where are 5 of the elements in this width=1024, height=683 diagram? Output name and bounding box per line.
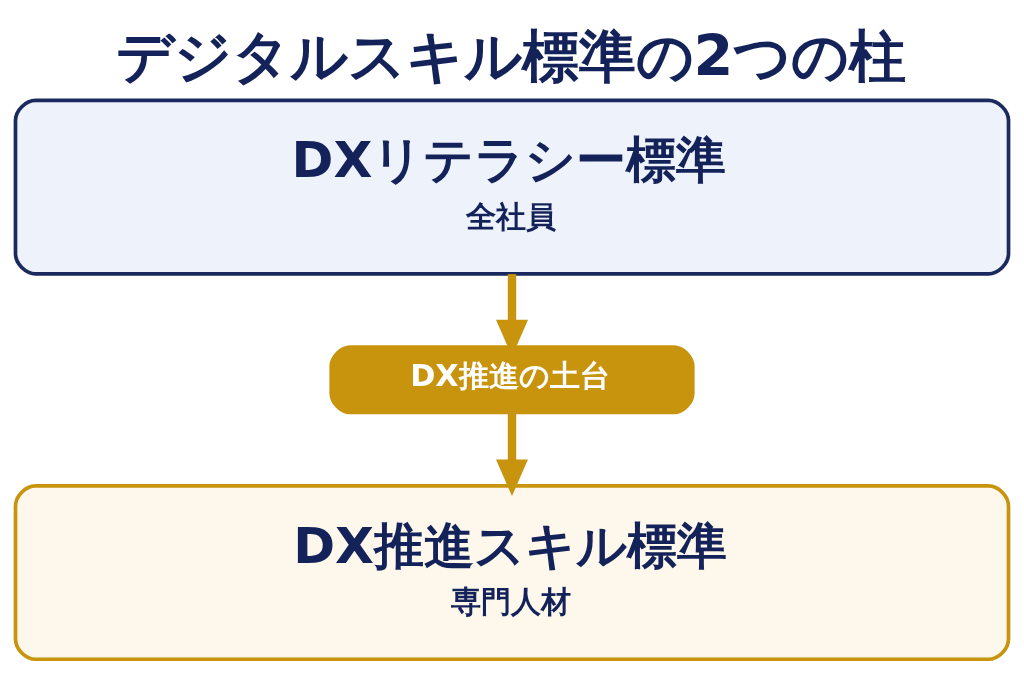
arrow (496, 413, 528, 496)
node-box: DXリテラシー標準 全社員 (13, 98, 1011, 276)
node-box: DX推進の土台 (329, 344, 695, 414)
diagram-title: デジタルスキル標準の2つの柱 (115, 22, 907, 89)
node-box: DX推進スキル標準 専門人材 (13, 483, 1011, 661)
